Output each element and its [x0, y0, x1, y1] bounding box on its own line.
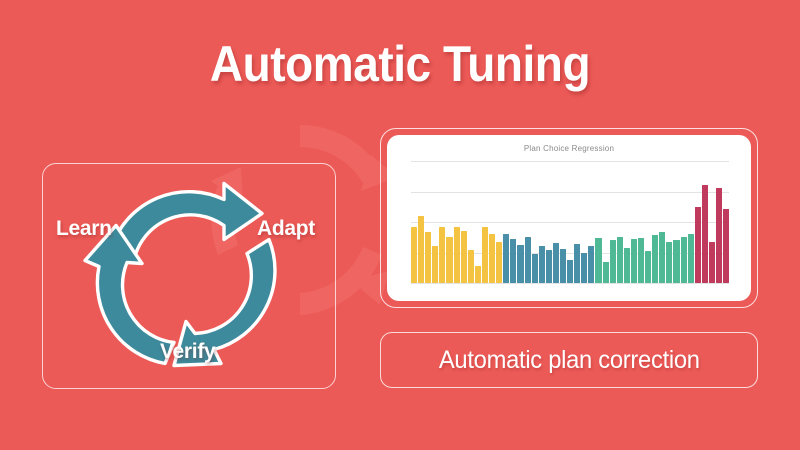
chart-bar	[638, 237, 645, 283]
chart-bar	[552, 242, 559, 283]
cycle-panel	[42, 163, 336, 389]
caption-panel: Automatic plan correction	[380, 332, 758, 388]
chart-bar	[467, 250, 474, 283]
chart-bar	[411, 226, 418, 283]
chart-bar	[460, 230, 467, 283]
cycle-label-learn: Learn	[56, 217, 112, 240]
chart-bar	[659, 231, 666, 283]
cycle-label-verify: Verify	[160, 340, 216, 363]
chart-bars	[411, 161, 730, 283]
chart-bar	[481, 226, 489, 283]
cycle-arrow-left	[83, 223, 176, 366]
chart-bar	[588, 246, 595, 283]
chart-bar	[723, 208, 730, 283]
chart-plot-area	[411, 161, 730, 284]
chart-bar	[439, 226, 446, 283]
chart-bar	[616, 236, 623, 283]
chart-card: Plan Choice Regression	[387, 135, 751, 301]
chart-bar	[432, 246, 439, 283]
chart-bar	[446, 236, 453, 283]
chart-gridline	[411, 191, 729, 193]
chart-bar	[538, 246, 545, 283]
chart-gridline	[411, 222, 729, 223]
cycle-label-adapt: Adapt	[257, 217, 315, 240]
chart-bar	[645, 251, 652, 283]
chart-bar	[602, 262, 609, 283]
chart-bar	[701, 185, 708, 283]
chart-bar	[503, 234, 510, 283]
caption-text: Automatic plan correction	[438, 345, 700, 374]
chart-bar	[425, 231, 432, 283]
cycle-arrow-top	[110, 181, 264, 262]
chart-bar	[545, 250, 552, 283]
chart-bar	[652, 235, 659, 283]
chart-bar	[574, 243, 581, 283]
learn-adapt-verify-cycle-diagram	[83, 181, 277, 368]
chart-bar	[531, 253, 538, 283]
chart-panel: Plan Choice Regression	[380, 128, 758, 308]
chart-bar	[673, 240, 680, 283]
chart-bar	[609, 240, 616, 283]
chart-bar	[489, 234, 496, 283]
chart-bar	[581, 252, 588, 283]
chart-bar	[708, 241, 716, 283]
chart-bar	[496, 241, 503, 283]
chart-bar	[687, 234, 694, 283]
chart-bar	[517, 245, 524, 283]
chart-bar	[453, 226, 460, 283]
chart-bar	[595, 237, 602, 283]
page-title: Automatic Tuning	[209, 36, 591, 92]
chart-title: Plan Choice Regression	[523, 144, 615, 153]
chart-gridline	[411, 252, 729, 254]
chart-bar	[630, 239, 637, 283]
chart-bar	[666, 241, 673, 283]
chart-gridline	[411, 283, 729, 284]
chart-bar	[694, 207, 701, 283]
chart-bar	[510, 239, 517, 283]
chart-bar	[716, 187, 723, 283]
chart-bar	[559, 248, 567, 283]
chart-bar	[474, 265, 481, 283]
chart-bar	[680, 236, 687, 283]
chart-bar	[418, 215, 425, 283]
chart-gridline	[411, 161, 729, 162]
chart-bar	[524, 236, 531, 283]
chart-bar	[623, 247, 630, 283]
cycle-arrow-right	[172, 237, 277, 368]
chart-bar	[567, 259, 574, 283]
